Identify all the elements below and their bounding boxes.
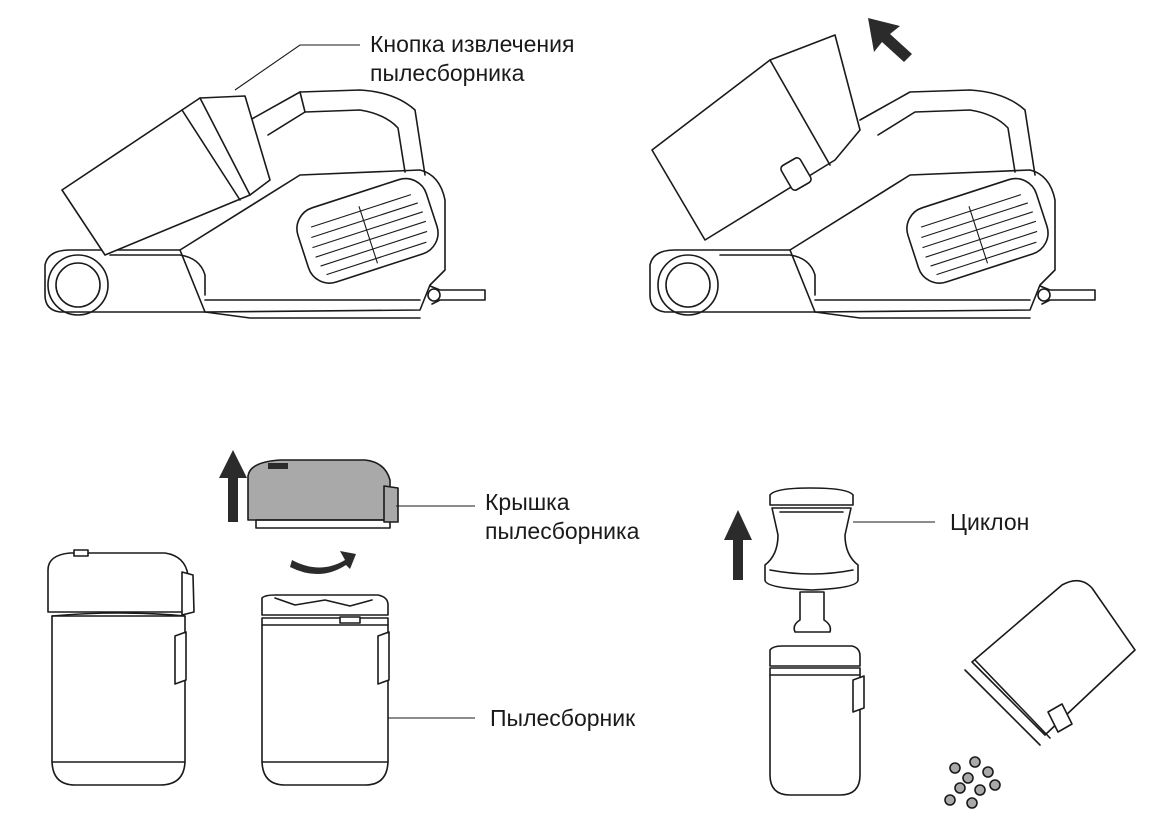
cyclone-label: Циклон	[950, 509, 1030, 535]
bin-lid-label: Крышка пылесборника	[485, 488, 639, 546]
bin-open-illustration	[219, 450, 399, 786]
debris-dots	[944, 756, 1001, 809]
dust-bin-label: Пылесборник	[490, 705, 636, 731]
vacuum-bin-removed-illustration	[649, 18, 1096, 319]
eject-button-label-line2: пылесборника	[370, 60, 525, 86]
cyclone-removal-illustration	[724, 487, 1136, 809]
bin-closed-illustration	[47, 549, 195, 786]
eject-button-leader	[234, 44, 360, 91]
vacuum-with-bin-illustration	[44, 89, 486, 319]
bin-lid-label-line1: Крышка	[485, 489, 570, 515]
bin-lid-label-line2: пылесборника	[485, 518, 640, 544]
eject-button-label: Кнопка извлечения пылесборника	[370, 30, 574, 88]
eject-button-label-line1: Кнопка извлечения	[370, 31, 575, 57]
